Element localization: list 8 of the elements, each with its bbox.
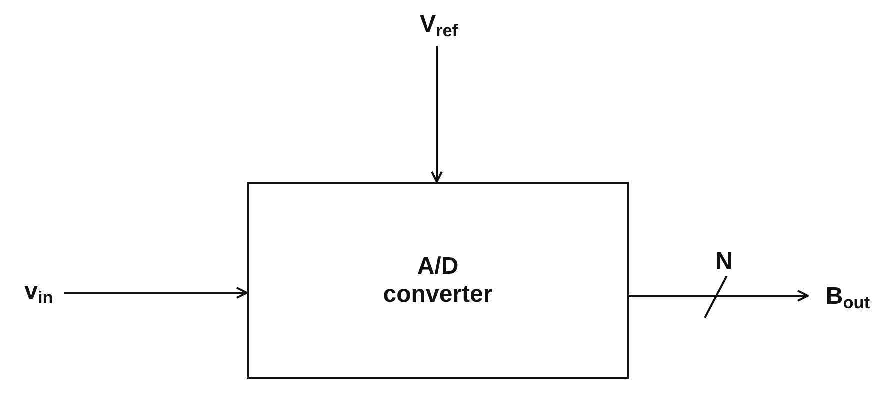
- arrow: [64, 287, 248, 299]
- signal-label: V$_{ref}$: [405, 8, 473, 44]
- process-box: [247, 182, 629, 379]
- arrow: [431, 46, 443, 183]
- block-label: A/D converter: [382, 252, 494, 308]
- signal-label: v$_{in}$: [14, 276, 64, 310]
- signal-label: B$_{out}$: [808, 280, 888, 316]
- arrow: [629, 290, 809, 302]
